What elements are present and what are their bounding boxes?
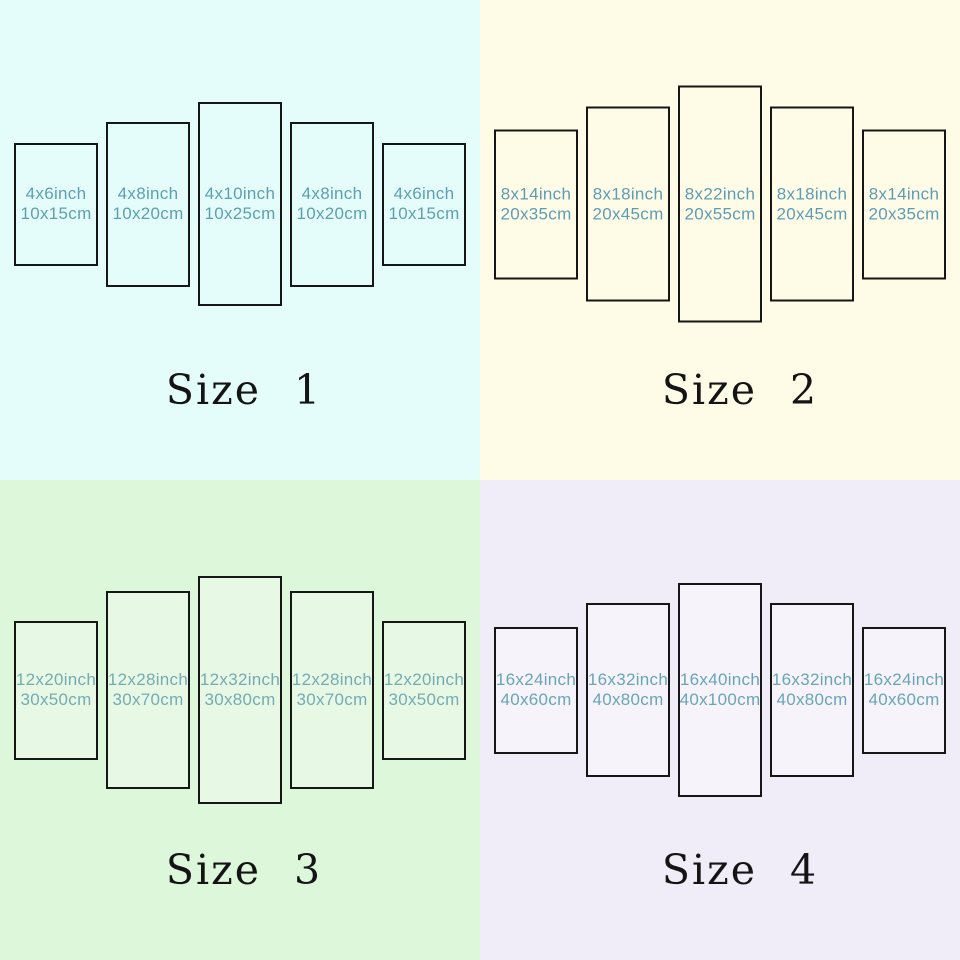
panel-size-inch: 8x18inch — [776, 184, 848, 203]
panel-size-inch: 4x8inch — [117, 184, 179, 203]
panel-size-cm: 10x25cm — [204, 204, 276, 223]
panel-size-inch: 8x18inch — [592, 184, 664, 203]
panel-size-inch: 16x24inch — [863, 670, 945, 689]
panel-size-inch: 12x28inch — [291, 670, 373, 689]
panel-size-cm: 20x55cm — [684, 204, 756, 223]
panel-size-inch: 8x14inch — [500, 184, 572, 203]
panel-size-cm: 40x60cm — [868, 690, 940, 709]
panel-size-cm: 30x50cm — [20, 690, 92, 709]
panel-size-cm: 30x70cm — [296, 690, 368, 709]
panel-size-cm: 20x35cm — [868, 204, 940, 223]
panel-size-cm: 10x15cm — [20, 204, 92, 223]
panel-size-inch: 4x6inch — [25, 184, 87, 203]
size-label: Size 1 — [165, 366, 323, 414]
size-label: Size 2 — [661, 366, 819, 414]
panel-size-inch: 12x32inch — [199, 670, 281, 689]
panel-size-cm: 10x15cm — [388, 204, 460, 223]
panel-size-inch: 4x10inch — [204, 184, 276, 203]
panel-size-inch: 16x32inch — [587, 670, 669, 689]
panel-size-inch: 4x6inch — [393, 184, 455, 203]
panel-size-cm: 10x20cm — [296, 204, 368, 223]
panel-size-inch: 16x24inch — [495, 670, 577, 689]
panel-size-cm: 10x20cm — [112, 204, 184, 223]
panel-size-inch: 12x28inch — [107, 670, 189, 689]
panel-size-inch: 12x20inch — [15, 670, 97, 689]
panel-size-inch: 16x32inch — [771, 670, 853, 689]
panel-size-cm: 30x50cm — [388, 690, 460, 709]
panel-size-inch: 8x22inch — [684, 184, 756, 203]
size-label: Size 4 — [661, 846, 819, 894]
size-label: Size 3 — [165, 846, 323, 894]
panel-size-cm: 40x60cm — [500, 690, 572, 709]
panel-size-inch: 4x8inch — [301, 184, 363, 203]
panel-size-cm: 40x80cm — [592, 690, 664, 709]
panel-size-cm: 40x100cm — [679, 690, 761, 709]
panel-size-cm: 40x80cm — [776, 690, 848, 709]
panel-size-cm: 30x70cm — [112, 690, 184, 709]
panel-size-inch: 12x20inch — [383, 670, 465, 689]
panel-size-cm: 30x80cm — [204, 690, 276, 709]
panel-size-inch: 8x14inch — [868, 184, 940, 203]
panel-size-cm: 20x45cm — [776, 204, 848, 223]
panel-size-cm: 20x45cm — [592, 204, 664, 223]
panel-size-cm: 20x35cm — [500, 204, 572, 223]
panel-size-inch: 16x40inch — [679, 670, 761, 689]
